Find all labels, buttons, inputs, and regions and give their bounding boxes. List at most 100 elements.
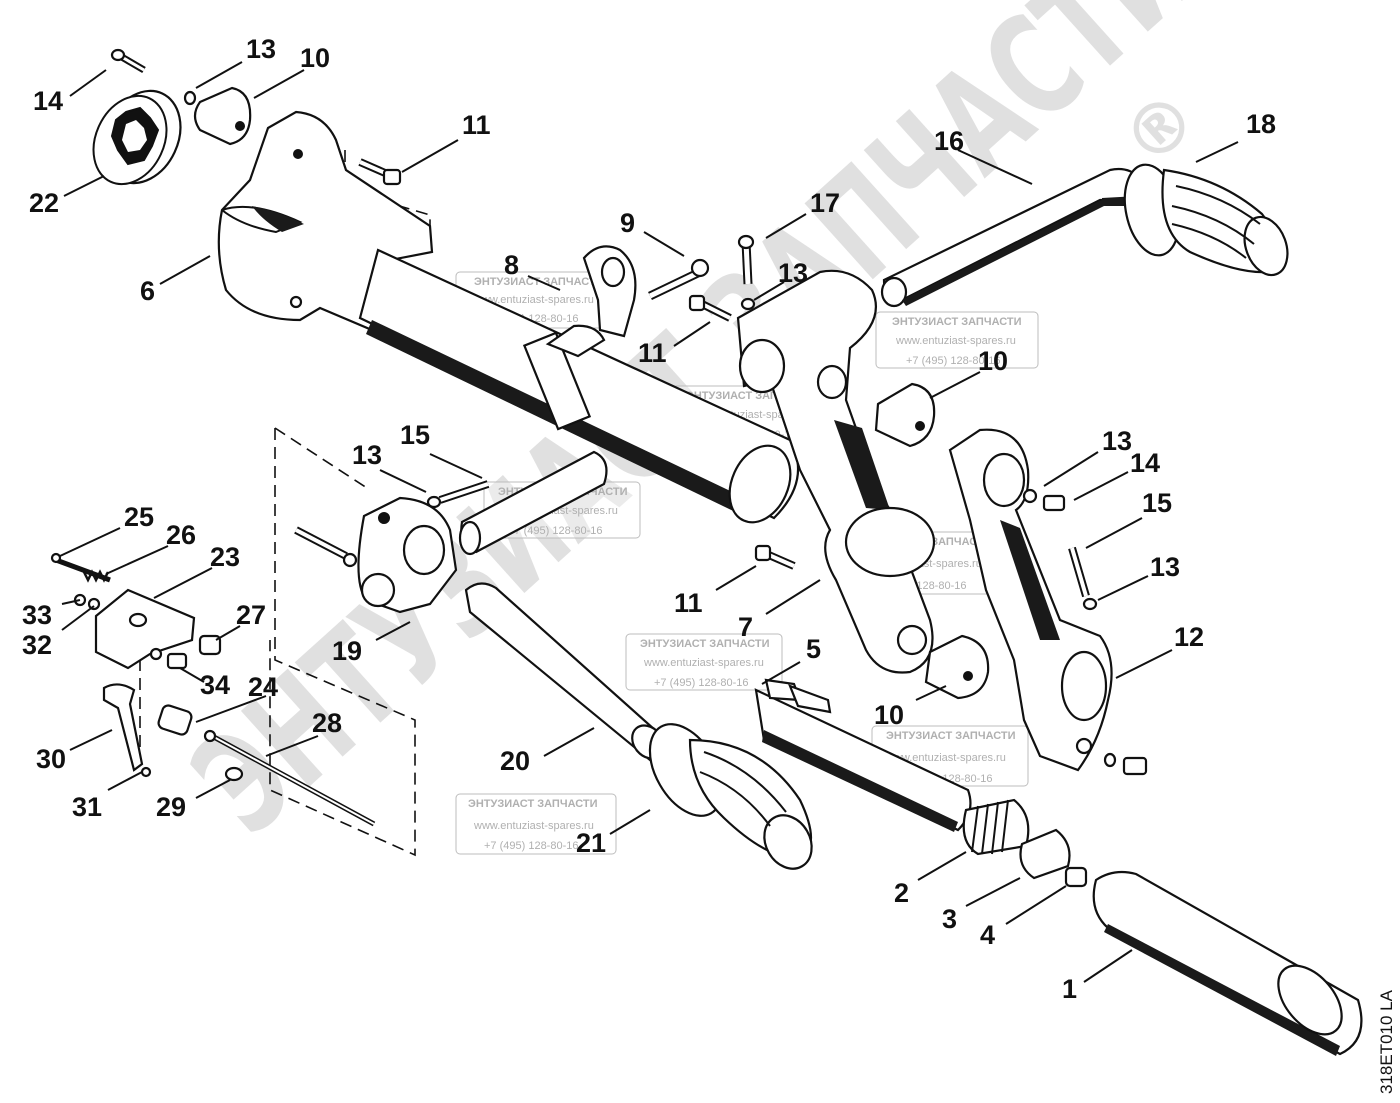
callout-18: 18 — [1246, 109, 1276, 139]
callout-6: 6 — [140, 276, 155, 306]
watermark-stamp-title: ЭНТУЗИАСТ ЗАПЧАСТИ — [468, 798, 598, 810]
watermark-stamp-title: ЭНТУЗИАСТ ЗАПЧАСТИ — [474, 276, 604, 288]
part-9-bracket — [582, 245, 710, 338]
callout-32: 32 — [22, 630, 52, 660]
watermark-stamp-site: www.entuziast-spares.ru — [473, 294, 594, 306]
callout-5: 5 — [806, 634, 821, 664]
part-10-bush — [193, 86, 252, 146]
callout-21: 21 — [576, 828, 606, 858]
callout-15: 15 — [1142, 488, 1172, 518]
watermark-stamp-title: ЭНТУЗИАСТ ЗАПЧАСТИ — [892, 316, 1022, 328]
callout-14: 14 — [33, 86, 63, 116]
part-19-clamp-block — [357, 496, 458, 614]
leader-lines — [59, 61, 1239, 983]
callout-10: 10 — [978, 346, 1008, 376]
callout-27: 27 — [236, 600, 266, 630]
watermark-stamp-phone: +7 (495) 128-80-16 — [906, 355, 1000, 367]
callout-10: 10 — [874, 700, 904, 730]
part-14-screw — [110, 48, 146, 74]
callout-11: 11 — [674, 588, 703, 618]
part-4-nut — [1064, 866, 1088, 888]
part-15-screw — [426, 480, 490, 509]
callout-22: 22 — [29, 188, 59, 218]
watermark-stamp-phone: +7 (495) 128-80-16 — [654, 677, 748, 689]
callout-20: 20 — [500, 746, 530, 776]
part-8-clamp — [522, 324, 606, 431]
part-16-handle-bar — [880, 167, 1142, 308]
callout-13: 13 — [352, 440, 382, 470]
watermark-stamp-site: www.entuziast-spares.ru — [473, 820, 594, 832]
part-17-screw — [737, 234, 756, 311]
watermark-stamp-title: ЭНТУЗИАСТ ЗАПЧАСТИ — [640, 638, 770, 650]
watermark-stamp-phone: +7 (495) 128-80-16 — [484, 840, 578, 852]
callout-17: 17 — [810, 188, 840, 218]
callout-24: 24 — [248, 672, 278, 702]
part-12-arm — [948, 428, 1113, 772]
part-10-bush — [924, 634, 990, 700]
watermark-stamp-frame — [455, 793, 617, 855]
part-21-grip — [648, 723, 813, 870]
part-28-rod — [203, 729, 376, 827]
part-27-pin — [198, 634, 222, 656]
callout-13: 13 — [1102, 426, 1132, 456]
callout-12: 12 — [1174, 622, 1204, 652]
callout-29: 29 — [156, 792, 186, 822]
callout-1: 1 — [1062, 974, 1077, 1004]
part-7-arm — [736, 269, 936, 674]
callout-14: 14 — [1130, 448, 1160, 478]
callout-26: 26 — [166, 520, 196, 550]
part-2-threaded-sleeve — [962, 798, 1030, 856]
part-3-nut — [1019, 828, 1071, 880]
callout-2: 2 — [894, 878, 909, 908]
part-26-spring — [82, 569, 110, 583]
watermark-stamp-frame — [875, 311, 1039, 369]
watermark-stamp: ЭНТУЗИАСТ ЗАПЧАСТИ www.entuziast-spares.… — [875, 311, 1039, 369]
drawing-code: 318ET010 LA — [1377, 989, 1396, 1094]
watermark-stamp: ЭНТУЗИАСТ ЗАПЧАСТИ www.entuziast-spares.… — [625, 633, 783, 691]
callout-10: 10 — [300, 43, 330, 73]
callout-13: 13 — [1150, 552, 1180, 582]
callout-30: 30 — [36, 744, 66, 774]
part-22-spline-hub — [92, 89, 182, 186]
part-23-switch-block — [94, 588, 196, 670]
callout-23: 23 — [210, 542, 240, 572]
callout-9: 9 — [620, 208, 635, 238]
watermark-stamp: ЭНТУЗИАСТ ЗАПЧАСТИ www.entuziast-spares.… — [455, 793, 617, 855]
part-32-nut — [87, 597, 101, 611]
part-10-bush — [874, 382, 936, 448]
callout-3: 3 — [942, 904, 957, 934]
callout-8: 8 — [504, 250, 519, 280]
callout-15: 15 — [400, 420, 430, 450]
part-14-screw — [1103, 752, 1148, 776]
part-sleeve — [458, 450, 608, 556]
callout-16: 16 — [934, 126, 964, 156]
part-11-screw — [688, 294, 732, 322]
callout-13: 13 — [778, 258, 808, 288]
callout-7: 7 — [738, 612, 753, 642]
part-screw — [294, 526, 358, 568]
watermark-stamp-phone: +7 (495) 128-80-16 — [508, 525, 602, 537]
part-5-tube — [754, 678, 972, 832]
part-29-clip — [224, 766, 244, 782]
callout-33: 33 — [22, 600, 52, 630]
part-34-screw — [149, 647, 188, 670]
part-15-screw — [1068, 546, 1098, 611]
watermark-stamp-site: www.entuziast-spares.ru — [895, 335, 1016, 347]
watermark-stamp-title: ЭНТУЗИАСТ ЗАПЧАСТИ — [886, 730, 1016, 742]
watermark-stamp-site: www.entuziast-spares.ru — [643, 657, 764, 669]
callout-4: 4 — [980, 920, 995, 950]
watermark-stamp-site: www.entuziast-spares.ru — [885, 752, 1006, 764]
part-24-sleeve — [157, 704, 193, 736]
callout-25: 25 — [124, 502, 154, 532]
part-1-tube — [1092, 870, 1363, 1056]
callout-13: 13 — [246, 34, 276, 64]
callout-34: 34 — [200, 670, 230, 700]
callout-28: 28 — [312, 708, 342, 738]
callout-31: 31 — [72, 792, 102, 822]
callout-11: 11 — [462, 110, 491, 140]
part-11-screw — [358, 158, 402, 186]
part-13-washer — [183, 90, 197, 106]
part-18-grip — [1123, 163, 1289, 277]
